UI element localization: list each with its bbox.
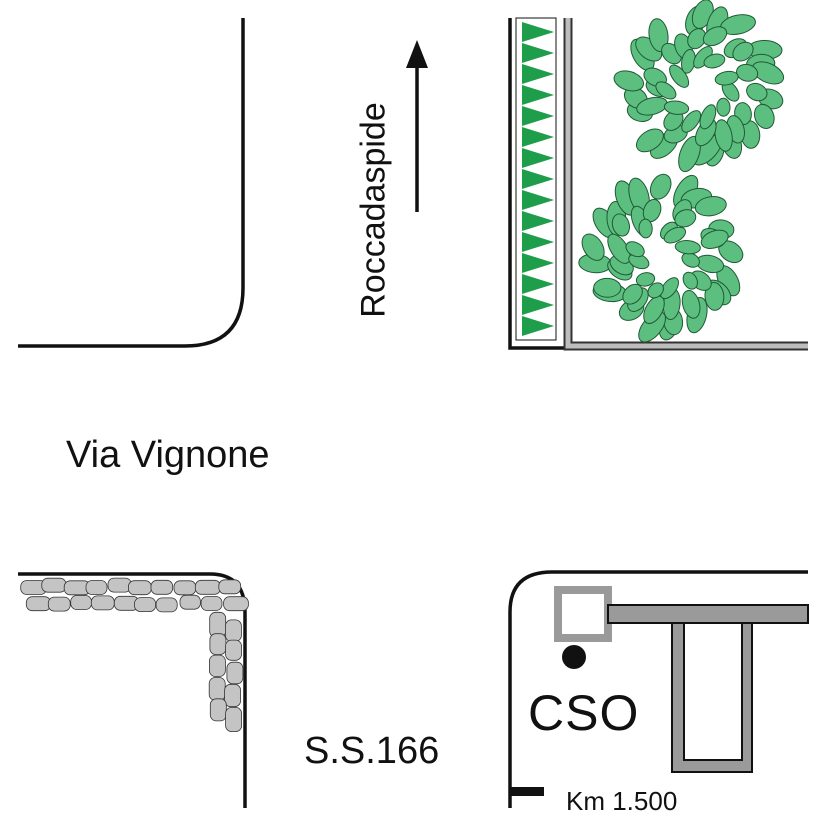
tree-leaf xyxy=(663,100,690,115)
tree-leaf xyxy=(704,282,725,311)
stone xyxy=(70,595,92,610)
tree-leaf xyxy=(663,226,687,244)
tree-leaf xyxy=(716,97,731,117)
stone xyxy=(150,579,174,595)
hedge-leaf xyxy=(522,85,554,105)
stone xyxy=(208,677,226,701)
tree-leaf xyxy=(746,82,768,102)
tree-leaf xyxy=(635,128,664,153)
tree-leaf xyxy=(714,70,739,86)
hedge-leaf xyxy=(522,295,554,315)
stone-wall-icon xyxy=(20,577,249,733)
hedge-leaf xyxy=(522,22,554,42)
tree-leaf xyxy=(753,103,775,129)
stone xyxy=(224,683,242,708)
tree-leaf xyxy=(622,283,643,305)
stone xyxy=(41,577,67,593)
tree-leaf xyxy=(625,241,645,258)
road-edge-top-left xyxy=(18,18,245,348)
tree-leaf xyxy=(700,229,729,249)
tree-leaf xyxy=(694,196,727,217)
stone xyxy=(208,654,226,677)
stone xyxy=(127,580,152,596)
station-label-cso: CSO xyxy=(528,685,640,741)
tree-leaf xyxy=(649,173,672,200)
tree-leaf xyxy=(682,271,698,290)
stone xyxy=(223,596,249,612)
street-label-via-vignone: Via Vignone xyxy=(66,434,270,476)
tree-leaf xyxy=(638,218,653,239)
stone xyxy=(226,661,244,685)
tree-leaf xyxy=(681,252,700,268)
tree-leaf xyxy=(702,26,728,47)
tree-leaf xyxy=(681,110,702,133)
tree-leaf xyxy=(699,104,717,130)
hedge-leaf xyxy=(522,64,554,84)
tree-leaf xyxy=(714,119,733,152)
stone xyxy=(155,597,178,613)
north-arrow-icon xyxy=(406,40,428,212)
shelter-icon xyxy=(554,586,809,773)
stone xyxy=(225,707,243,733)
stone xyxy=(107,577,132,593)
hedge-icon xyxy=(515,17,557,341)
stone xyxy=(47,596,71,612)
tree-leaf xyxy=(647,282,664,299)
tree-leaf xyxy=(581,233,605,261)
boundary-wall-top-right xyxy=(563,18,808,351)
stone xyxy=(194,579,221,595)
hedge-leaf xyxy=(522,127,554,147)
street-label-ss166: S.S.166 xyxy=(304,730,440,772)
tree-icon xyxy=(613,0,785,173)
tree-leaf xyxy=(648,18,669,52)
hedge-leaf xyxy=(522,253,554,273)
stone xyxy=(200,596,223,611)
km-marker xyxy=(510,787,544,796)
hedge-leaf xyxy=(522,43,554,63)
tree-leaf xyxy=(687,28,707,50)
hedge-leaf xyxy=(522,211,554,231)
stone xyxy=(90,595,115,611)
tree-leaf xyxy=(703,53,726,69)
stone xyxy=(134,597,157,612)
tree-leaf xyxy=(736,63,759,82)
stone xyxy=(85,580,108,595)
road-edge-top-right xyxy=(508,18,568,350)
tree-leaf xyxy=(674,209,697,228)
tree-leaf xyxy=(655,81,677,100)
kilometre-label: Km 1.500 xyxy=(566,786,678,816)
tree-leaf xyxy=(681,289,701,319)
hedge-leaf xyxy=(522,274,554,294)
stone xyxy=(209,698,227,722)
hedge-leaf xyxy=(522,190,554,210)
tree-icon xyxy=(578,173,744,343)
hedge-leaf xyxy=(522,148,554,168)
tree-leaf xyxy=(732,41,754,62)
hedge-leaf xyxy=(522,232,554,252)
stone xyxy=(209,633,227,656)
direction-label-roccadaspide: Roccadaspide xyxy=(354,102,393,318)
stone xyxy=(173,580,197,596)
hedge-leaf xyxy=(522,316,554,336)
tree-leaf xyxy=(593,277,622,298)
hedge-leaf xyxy=(522,169,554,189)
tree-leaf xyxy=(611,213,630,237)
tree-leaf xyxy=(613,70,644,92)
station-marker-icon xyxy=(562,645,586,669)
hedge-leaf xyxy=(522,106,554,126)
tree-leaf xyxy=(674,240,701,255)
stone xyxy=(179,594,201,610)
tree-leaf xyxy=(635,272,656,287)
stone xyxy=(224,619,242,642)
stone xyxy=(25,596,51,612)
road-edge-bottom-right xyxy=(508,570,808,808)
tree-leaf xyxy=(660,277,679,300)
stone xyxy=(225,639,242,661)
stone xyxy=(218,579,242,595)
